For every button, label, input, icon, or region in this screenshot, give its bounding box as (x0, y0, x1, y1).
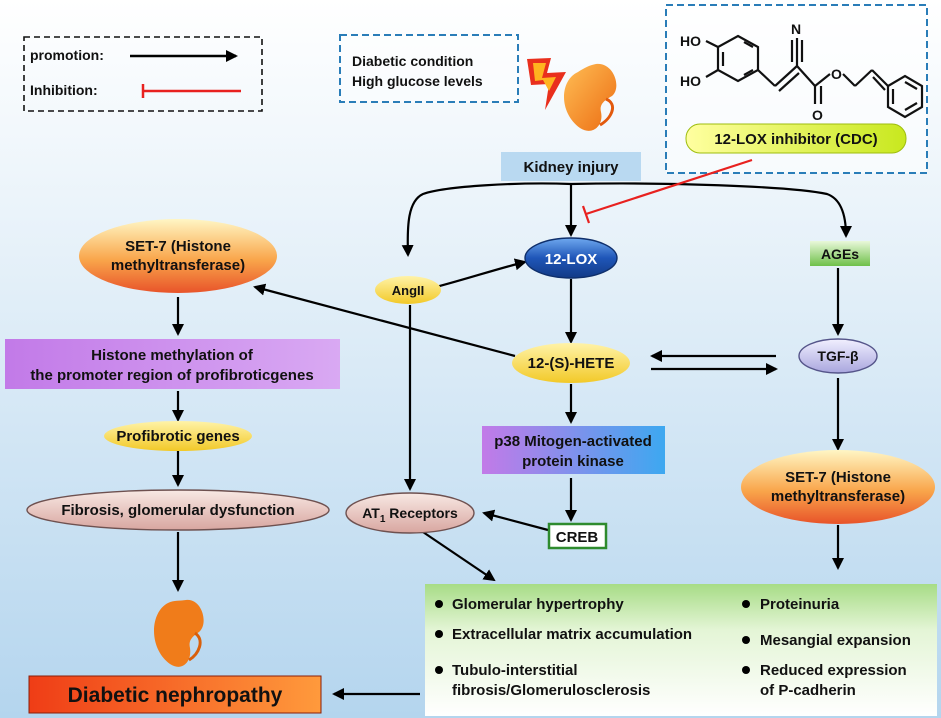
outcome-item: Glomerular hypertrophy (452, 596, 624, 613)
ester-oxygen-label: O (831, 66, 842, 82)
arrow-hete-to-set7-left (253, 283, 516, 358)
creb-box (547, 522, 608, 550)
ages-label: AGEs (821, 246, 859, 262)
outcome-item: fibrosis/Glomerulosclerosis (452, 682, 650, 699)
outcome-item: of P-cadherin (760, 682, 856, 699)
tgfb-node (798, 338, 878, 374)
set7-right-node (741, 450, 935, 524)
set7-left-line1: SET-7 (Histone (125, 238, 231, 255)
legend-inhibition-label: Inhibition: (30, 82, 98, 98)
p38-box (482, 426, 665, 474)
kidney-bottom-ureter (188, 631, 202, 662)
at1-receptors-label: AT1 Receptors (362, 505, 458, 525)
fibrosis-label: Fibrosis, glomerular dysfunction (61, 502, 294, 519)
arrow-at1-to-outcomes (419, 529, 496, 582)
condition-line2: High glucose levels (352, 73, 483, 89)
legend: promotion: Inhibition: (23, 36, 263, 112)
angii-node (375, 276, 441, 304)
outcome-item: Mesangial expansion (760, 632, 911, 649)
fibrosis-node (26, 489, 330, 531)
nitrile-n-label: N (791, 21, 801, 37)
condition-line1: Diabetic condition (352, 53, 473, 69)
lightning-bolt-icon-highlight (533, 63, 556, 91)
hete-label: 12-(S)-HETE (528, 355, 615, 372)
kidney-icon-bottom (154, 599, 204, 667)
legend-box (23, 36, 263, 112)
set7-left-line2: methyltransferase) (111, 257, 245, 274)
creb-label: CREB (556, 529, 599, 546)
bullet-icon (742, 666, 750, 674)
legend-promotion-label: promotion: (30, 47, 104, 63)
kidney-injury-box (501, 152, 641, 181)
outcome-item: Extracellular matrix accumulation (452, 626, 692, 643)
carbonyl-oxygen-label: O (812, 107, 823, 123)
hydroxyl-bottom-label: HO (680, 73, 701, 89)
histone-methylation-box (5, 339, 340, 389)
bullet-icon (435, 630, 443, 638)
angii-label: AngII (392, 283, 425, 298)
inhibition-bar (581, 205, 591, 224)
diabetic-nephropathy-box (28, 675, 322, 714)
diabetic-nephropathy-label: Diabetic nephropathy (68, 684, 283, 707)
kidney-ureter (599, 97, 615, 127)
p38-line1: p38 Mitogen-activated (494, 433, 652, 450)
histone-line1: Histone methylation of (91, 347, 254, 364)
inhibition-line (585, 158, 753, 216)
outcome-item: Reduced expression (760, 662, 907, 679)
profibrotic-genes-label: Profibrotic genes (116, 428, 239, 445)
kidney-icon (564, 63, 617, 131)
cdc-structure (705, 34, 924, 119)
arrow-angii-to-lox (435, 258, 527, 289)
connectors (172, 182, 852, 700)
set7-left-node (79, 219, 277, 293)
inhibition-connector (581, 158, 753, 224)
outcome-item: Tubulo-interstitial (452, 662, 578, 679)
hydroxyl-top-label: HO (680, 33, 701, 49)
bullet-icon (435, 600, 443, 608)
profibrotic-genes-node (104, 421, 252, 451)
lox12-node (524, 237, 618, 279)
arrow-injury-to-angii (401, 182, 572, 257)
outcomes-box (425, 584, 937, 716)
set7-right-line1: SET-7 (Histone (785, 469, 891, 486)
ages-box (810, 241, 870, 266)
at1-suffix: Receptors (385, 505, 458, 521)
hete-node (512, 343, 630, 383)
at1-receptors-node (345, 492, 475, 534)
lox12-label: 12-LOX (545, 251, 598, 268)
arrow-creb-to-at1 (482, 509, 549, 532)
bullet-icon (742, 636, 750, 644)
histone-line2: the promoter region of profibroticgenes (30, 367, 313, 384)
bullet-icon (435, 666, 443, 674)
set7-right-line2: methyltransferase) (771, 488, 905, 505)
at1-prefix: AT (362, 505, 380, 521)
kidney-injury-label: Kidney injury (523, 159, 619, 176)
bullet-icon (742, 600, 750, 608)
at1-subscript: 1 (380, 514, 386, 525)
arrow-injury-to-ages (570, 182, 852, 238)
inhibitor-label-pill (685, 123, 907, 154)
condition-box (339, 34, 519, 103)
outcome-item: Proteinuria (760, 596, 840, 613)
p38-line2: protein kinase (522, 453, 624, 470)
tgfb-label: TGF-β (817, 348, 859, 364)
inhibitor-label: 12-LOX inhibitor (CDC) (714, 131, 877, 148)
